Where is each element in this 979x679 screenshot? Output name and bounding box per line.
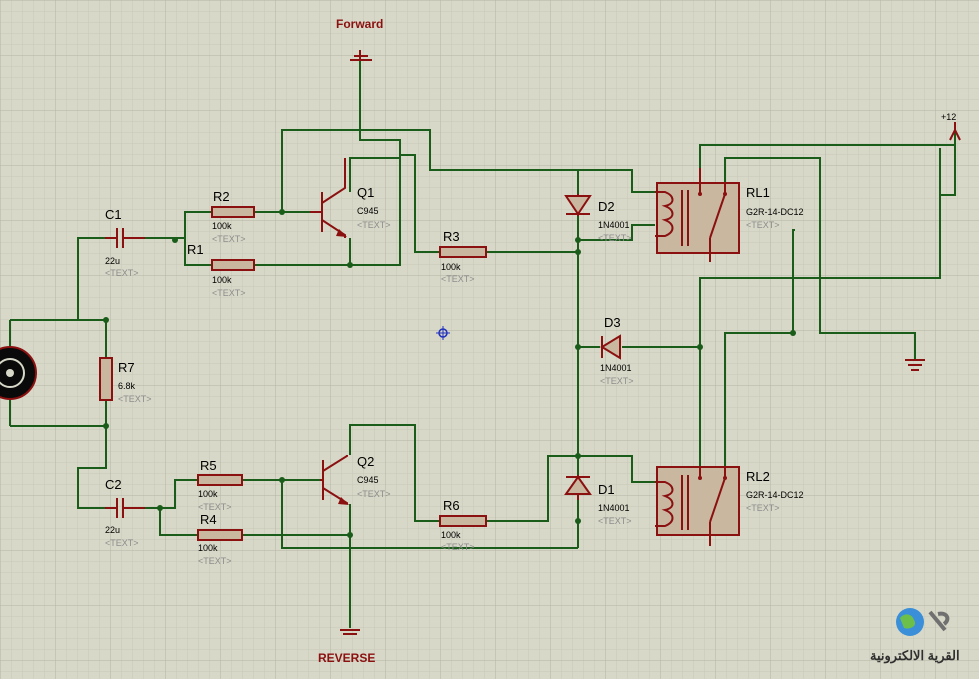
r7-value: 6.8k — [118, 381, 136, 391]
resistor-r2[interactable]: R2 100k <TEXT> — [211, 189, 255, 244]
resistor-r3[interactable]: R3 100k <TEXT> — [439, 229, 487, 284]
d2-text: <TEXT> — [598, 233, 632, 243]
reverse-label: REVERSE — [318, 651, 375, 665]
relay-rl2[interactable]: RL2 G2R-14-DC12 <TEXT> — [655, 466, 804, 546]
c2-value: 22u — [105, 525, 120, 535]
d1-value: 1N4001 — [598, 503, 630, 513]
rl1-text: <TEXT> — [746, 220, 780, 230]
d3-value: 1N4001 — [600, 363, 632, 373]
q1-text: <TEXT> — [357, 220, 391, 230]
forward-label: Forward — [336, 17, 383, 31]
transistor-q2[interactable]: Q2 C945 <TEXT> — [320, 454, 391, 505]
resistor-r1[interactable]: R1 100k <TEXT> — [187, 242, 255, 298]
r4-value: 100k — [198, 543, 218, 553]
rl2-value: G2R-14-DC12 — [746, 490, 804, 500]
c2-ref: C2 — [105, 477, 122, 492]
d3-text: <TEXT> — [600, 376, 634, 386]
supply-terminal[interactable]: +12 — [941, 112, 961, 141]
r5-ref: R5 — [200, 458, 217, 473]
origin-marker-icon — [436, 326, 450, 340]
rl2-ref: RL2 — [746, 469, 770, 484]
r1-text: <TEXT> — [212, 288, 246, 298]
c1-text: <TEXT> — [105, 268, 139, 278]
supply-label: +12 — [941, 112, 956, 122]
r5-text: <TEXT> — [198, 502, 232, 512]
reverse-terminal[interactable]: REVERSE — [318, 629, 375, 665]
diode-d1[interactable]: D1 1N4001 <TEXT> — [564, 475, 632, 526]
microphone-icon[interactable] — [0, 346, 37, 400]
d1-ref: D1 — [598, 482, 615, 497]
r7-text: <TEXT> — [118, 394, 152, 404]
watermark-text: القرية الالكترونية — [870, 648, 960, 664]
r6-value: 100k — [441, 530, 461, 540]
r6-ref: R6 — [443, 498, 460, 513]
r2-text: <TEXT> — [212, 234, 246, 244]
diode-d2[interactable]: D2 1N4001 <TEXT> — [564, 194, 632, 243]
rl1-value: G2R-14-DC12 — [746, 207, 804, 217]
r4-text: <TEXT> — [198, 556, 232, 566]
resistor-r7[interactable]: R7 6.8k <TEXT> — [99, 357, 152, 404]
r2-ref: R2 — [213, 189, 230, 204]
r4-ref: R4 — [200, 512, 217, 527]
resistor-r6[interactable]: R6 100k <TEXT> — [439, 498, 487, 552]
r3-text: <TEXT> — [441, 274, 475, 284]
relay-rl1[interactable]: RL1 G2R-14-DC12 <TEXT> — [655, 168, 804, 262]
ground-symbol[interactable] — [905, 359, 925, 371]
transistor-q1[interactable]: Q1 C945 <TEXT> — [310, 158, 391, 238]
r7-ref: R7 — [118, 360, 135, 375]
d2-ref: D2 — [598, 199, 615, 214]
r3-value: 100k — [441, 262, 461, 272]
d1-text: <TEXT> — [598, 516, 632, 526]
r3-ref: R3 — [443, 229, 460, 244]
r5-value: 100k — [198, 489, 218, 499]
watermark-logo: القرية الالكترونية — [870, 608, 960, 664]
q1-ref: Q1 — [357, 185, 374, 200]
q2-ref: Q2 — [357, 454, 374, 469]
q1-value: C945 — [357, 206, 379, 216]
c1-ref: C1 — [105, 207, 122, 222]
diode-d3[interactable]: D3 1N4001 <TEXT> — [600, 315, 634, 386]
rl2-text: <TEXT> — [746, 503, 780, 513]
d3-ref: D3 — [604, 315, 621, 330]
r2-value: 100k — [212, 221, 232, 231]
r1-value: 100k — [212, 275, 232, 285]
c1-value: 22u — [105, 256, 120, 266]
c2-text: <TEXT> — [105, 538, 139, 548]
resistor-r5[interactable]: R5 100k <TEXT> — [197, 458, 243, 512]
junctions — [103, 209, 796, 538]
q2-text: <TEXT> — [357, 489, 391, 499]
q2-value: C945 — [357, 475, 379, 485]
r6-text: <TEXT> — [441, 542, 475, 552]
forward-terminal[interactable]: Forward — [336, 17, 383, 61]
resistor-r4[interactable]: R4 100k <TEXT> — [197, 512, 243, 566]
r1-ref: R1 — [187, 242, 204, 257]
capacitor-c2[interactable]: C2 22u <TEXT> — [105, 477, 145, 548]
rl1-ref: RL1 — [746, 185, 770, 200]
d2-value: 1N4001 — [598, 220, 630, 230]
capacitor-c1[interactable]: C1 22u <TEXT> — [105, 207, 145, 278]
